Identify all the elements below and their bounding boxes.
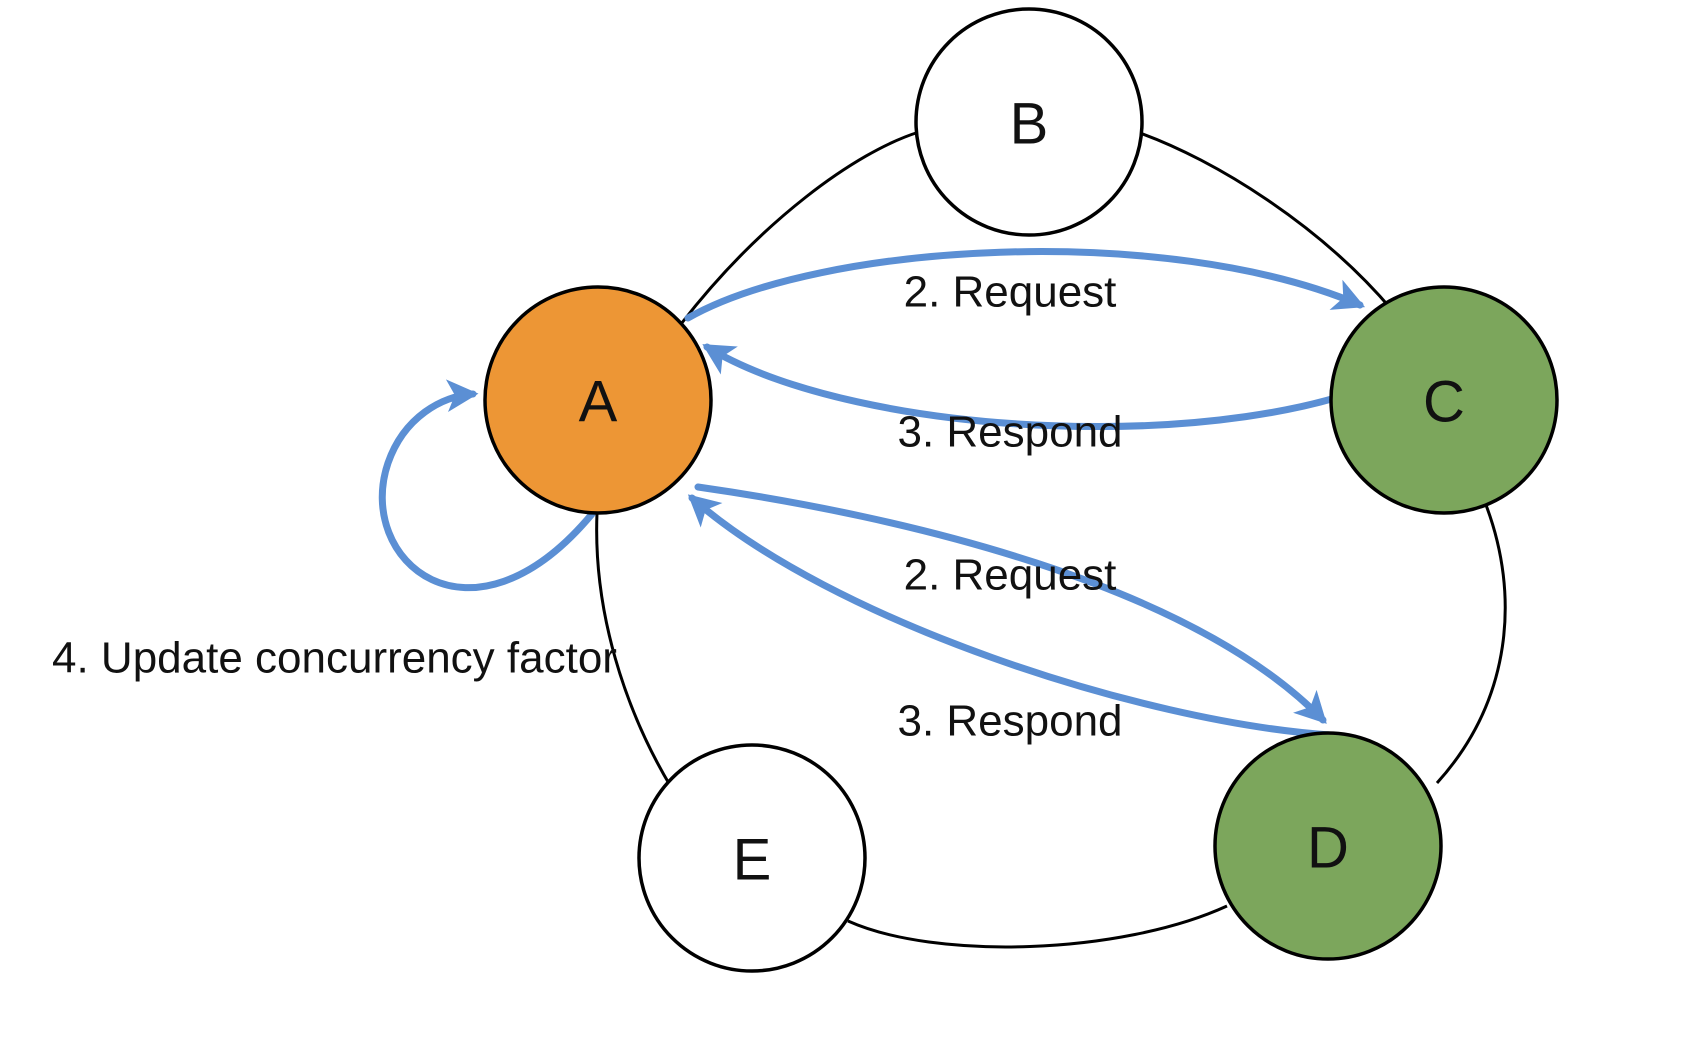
- node-a-label: A: [579, 370, 618, 435]
- node-b-label: B: [1010, 92, 1049, 157]
- node-a-circle[interactable]: [483, 285, 713, 515]
- node-e-label: E: [733, 828, 772, 893]
- message-edge-d-to-a[interactable]: [687, 494, 1334, 739]
- edge-label-request-d: 2. Request: [904, 551, 1117, 600]
- ring-edge-d-e: [847, 904, 1228, 949]
- node-d[interactable]: D: [1213, 731, 1443, 961]
- edge-label-respond-d: 3. Respond: [897, 697, 1122, 746]
- node-a[interactable]: A: [483, 285, 713, 515]
- ring-edge-group: [595, 130, 1507, 949]
- node-c-circle[interactable]: [1329, 285, 1559, 515]
- ring-edge-a-b: [679, 130, 920, 325]
- node-b-circle[interactable]: [914, 7, 1144, 237]
- ring-edge-e-a: [595, 512, 673, 788]
- ring-edge-b-c: [1139, 131, 1394, 311]
- node-c[interactable]: C: [1329, 285, 1559, 515]
- ring-edge-c-d: [1435, 504, 1507, 785]
- message-edge-a-self-loop[interactable]: [378, 379, 596, 592]
- edge-label-group: 2. Request 3. Respond 2. Request 3. Resp…: [52, 268, 1123, 746]
- node-c-label: C: [1423, 370, 1465, 435]
- edge-label-update-concurrency: 4. Update concurrency factor: [52, 634, 617, 683]
- node-e-circle[interactable]: [637, 743, 867, 973]
- message-edge-a-to-d[interactable]: [694, 483, 1327, 724]
- node-d-label: D: [1307, 816, 1349, 881]
- edge-label-request-c: 2. Request: [904, 268, 1117, 317]
- node-d-circle[interactable]: [1213, 731, 1443, 961]
- message-edge-c-to-a[interactable]: [702, 343, 1404, 430]
- message-edge-group: [378, 248, 1404, 739]
- node-group: A B C D E: [483, 7, 1559, 973]
- edge-label-respond-c: 3. Respond: [897, 408, 1122, 457]
- node-b[interactable]: B: [914, 7, 1144, 237]
- node-e[interactable]: E: [637, 743, 867, 973]
- message-edge-a-to-c[interactable]: [684, 248, 1366, 322]
